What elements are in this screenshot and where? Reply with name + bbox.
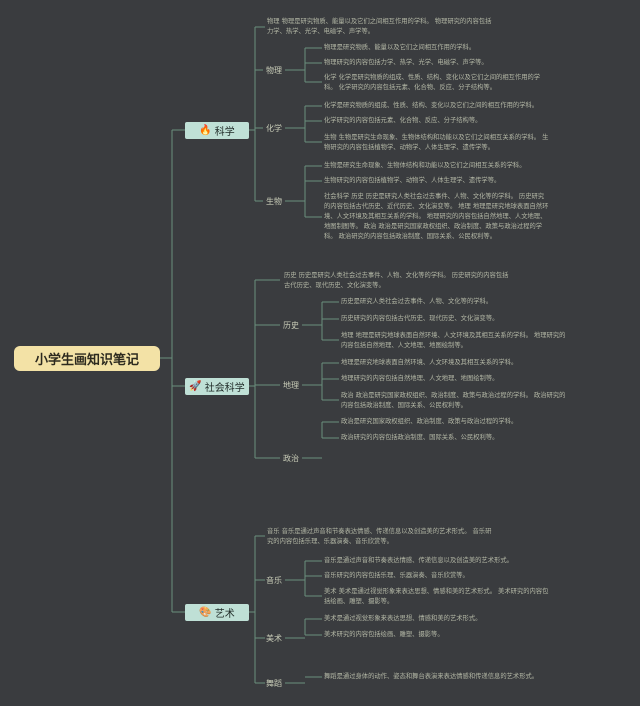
- node-politics[interactable]: 政治: [283, 454, 299, 463]
- physics-item: 物理是研究物质、能量以及它们之间相互作用的学科。: [324, 44, 476, 51]
- art-intro-line: 音乐 音乐是通过声音和节奏表达情感、传递信息以及创造美的艺术形式。 音乐研: [267, 528, 492, 535]
- fine-art-item: 美术研究的内容包括绘画、雕塑、摄影等。: [324, 631, 444, 638]
- chemistry-item-line: 生物 生物是研究生命现象、生物体结构和功能以及它们之间相互关系的学科。 生: [324, 134, 549, 141]
- history-item-line: 内容包括自然地理、人文地理、地图绘制等。: [341, 342, 467, 349]
- politics-item: 政治研究的内容包括政治制度、国际关系、公民权利等。: [341, 434, 499, 441]
- branch-social-label: 社会科学: [204, 383, 245, 394]
- history-item: 历史研究的内容包括古代历史、现代历史、文化演变等。: [341, 315, 499, 322]
- node-geography[interactable]: 地理: [283, 381, 299, 390]
- social-intro-line: 古代历史、现代历史、文化演变等。: [284, 282, 385, 289]
- physics-item: 物理研究的内容包括力学、热学、光学、电磁学、声学等。: [324, 59, 488, 66]
- social-intro-line: 历史 历史是研究人类社会过去事件、人物、文化等的学科。 历史研究的内容包括: [284, 272, 509, 279]
- root-node[interactable]: 小学生画知识笔记: [14, 346, 160, 371]
- geography-item: 政治 政治是研究国家政权组织、政治制度、政策与政治过程的学科。 政治研究的 内容…: [341, 391, 565, 411]
- branch-science[interactable]: 🔥 科学: [185, 122, 249, 139]
- biology-item: 生物研究的内容包括植物学、动物学、人体生理学、遗传学等。: [324, 177, 501, 184]
- biology-item-line: 社会科学 历史 历史是研究人类社会过去事件、人物、文化等的学科。 历史研究: [324, 193, 545, 200]
- science-intro-line: 物理 物理是研究物质、能量以及它们之间相互作用的学科。 物理研究的内容包括: [267, 18, 492, 25]
- node-chemistry[interactable]: 化学: [266, 124, 282, 133]
- social-intro: 历史 历史是研究人类社会过去事件、人物、文化等的学科。 历史研究的内容包括 古代…: [284, 271, 508, 291]
- node-music[interactable]: 音乐: [266, 576, 282, 585]
- politics-item: 政治是研究国家政权组织、政治制度、政策与政治过程的学科。: [341, 418, 518, 425]
- rocket-icon: 🚀: [189, 381, 202, 392]
- geography-item-line: 政治 政治是研究国家政权组织、政治制度、政策与政治过程的学科。 政治研究的: [341, 392, 566, 399]
- dance-item: 舞蹈是通过身体的动作、姿态和舞台表演来表达情感和传递信息的艺术形式。: [324, 673, 539, 680]
- biology-item-line: 的内容包括古代历史、近代历史、文化演变等。 地理 地理是研究地球表面自然环: [324, 203, 549, 210]
- science-intro: 物理 物理是研究物质、能量以及它们之间相互作用的学科。 物理研究的内容包括 力学…: [267, 17, 491, 37]
- geography-item: 地理研究的内容包括自然地理、人文地理、地图绘制等。: [341, 375, 499, 382]
- biology-item: 社会科学 历史 历史是研究人类社会过去事件、人物、文化等的学科。 历史研究 的内…: [324, 192, 548, 242]
- palette-icon: 🎨: [199, 607, 212, 618]
- music-item-line: 美术 美术是通过视觉形象来表达思想、情感和美的艺术形式。 美术研究的内容包: [324, 588, 549, 595]
- fine-art-item: 美术是通过视觉形象来表达思想、情感和美的艺术形式。: [324, 615, 482, 622]
- chemistry-item: 生物 生物是研究生命现象、生物体结构和功能以及它们之间相互关系的学科。 生 物研…: [324, 133, 548, 153]
- music-item: 美术 美术是通过视觉形象来表达思想、情感和美的艺术形式。 美术研究的内容包 括绘…: [324, 587, 548, 607]
- branch-social-science[interactable]: 🚀 社会科学: [185, 378, 249, 395]
- node-physics[interactable]: 物理: [266, 66, 282, 75]
- fire-icon: 🔥: [199, 125, 212, 136]
- history-item: 历史是研究人类社会过去事件、人物、文化等的学科。: [341, 298, 493, 305]
- biology-item-line: 境、人文环境及其相互关系的学科。 地理研究的内容包括自然地理、人文地理、: [324, 213, 547, 220]
- science-intro-line: 力学、热学、光学、电磁学、声学等。: [267, 28, 375, 35]
- chemistry-item: 化学研究的内容包括元素、化合物、反应、分子结构等。: [324, 117, 482, 124]
- geography-item-line: 内容包括政治制度、国际关系、公民权利等。: [341, 402, 467, 409]
- art-intro-line: 究的内容包括乐理、乐器演奏、音乐欣赏等。: [267, 538, 393, 545]
- physics-item-line: 科。 化学研究的内容包括元素、化合物、反应、分子结构等。: [324, 84, 497, 91]
- music-item: 音乐研究的内容包括乐理、乐器演奏、音乐欣赏等。: [324, 572, 469, 579]
- music-item-line: 括绘画、雕塑、摄影等。: [324, 598, 394, 605]
- branch-art[interactable]: 🎨 艺术: [185, 604, 249, 621]
- geography-item: 地理是研究地球表面自然环境、人文环境及其相互关系的学科。: [341, 359, 518, 366]
- node-fine-art[interactable]: 美术: [266, 634, 282, 643]
- node-history[interactable]: 历史: [283, 321, 299, 330]
- physics-item: 化学 化学是研究物质的组成、性质、结构、变化以及它们之间的相互作用的学 科。 化…: [324, 73, 540, 93]
- art-intro: 音乐 音乐是通过声音和节奏表达情感、传递信息以及创造美的艺术形式。 音乐研 究的…: [267, 527, 491, 547]
- history-item: 地理 地理是研究地球表面自然环境、人文环境及其相互关系的学科。 地理研究的 内容…: [341, 331, 565, 351]
- biology-item-line: 科。 政治研究的内容包括政治制度、国际关系、公民权利等。: [324, 233, 497, 240]
- biology-item-line: 地图制图等。 政治 政治是研究国家政权组织、政治制度、政策与政治过程的学: [324, 223, 543, 230]
- biology-item: 生物是研究生命现象、生物体结构和功能以及它们之间相互关系的学科。: [324, 162, 526, 169]
- music-item: 音乐是通过声音和节奏表达情感、传递信息以及创造美的艺术形式。: [324, 557, 513, 564]
- history-item-line: 地理 地理是研究地球表面自然环境、人文环境及其相互关系的学科。 地理研究的: [341, 332, 566, 339]
- node-dance[interactable]: 舞蹈: [266, 679, 282, 688]
- chemistry-item-line: 物研究的内容包括植物学、动物学、人体生理学、遗传学等。: [324, 144, 495, 151]
- branch-art-label: 艺术: [214, 609, 235, 620]
- physics-item-line: 化学 化学是研究物质的组成、性质、结构、变化以及它们之间的相互作用的学: [324, 74, 541, 81]
- branch-science-label: 科学: [214, 127, 235, 138]
- node-biology[interactable]: 生物: [266, 197, 282, 206]
- chemistry-item: 化学是研究物质的组成、性质、结构、变化以及它们之间的相互作用的学科。: [324, 102, 539, 109]
